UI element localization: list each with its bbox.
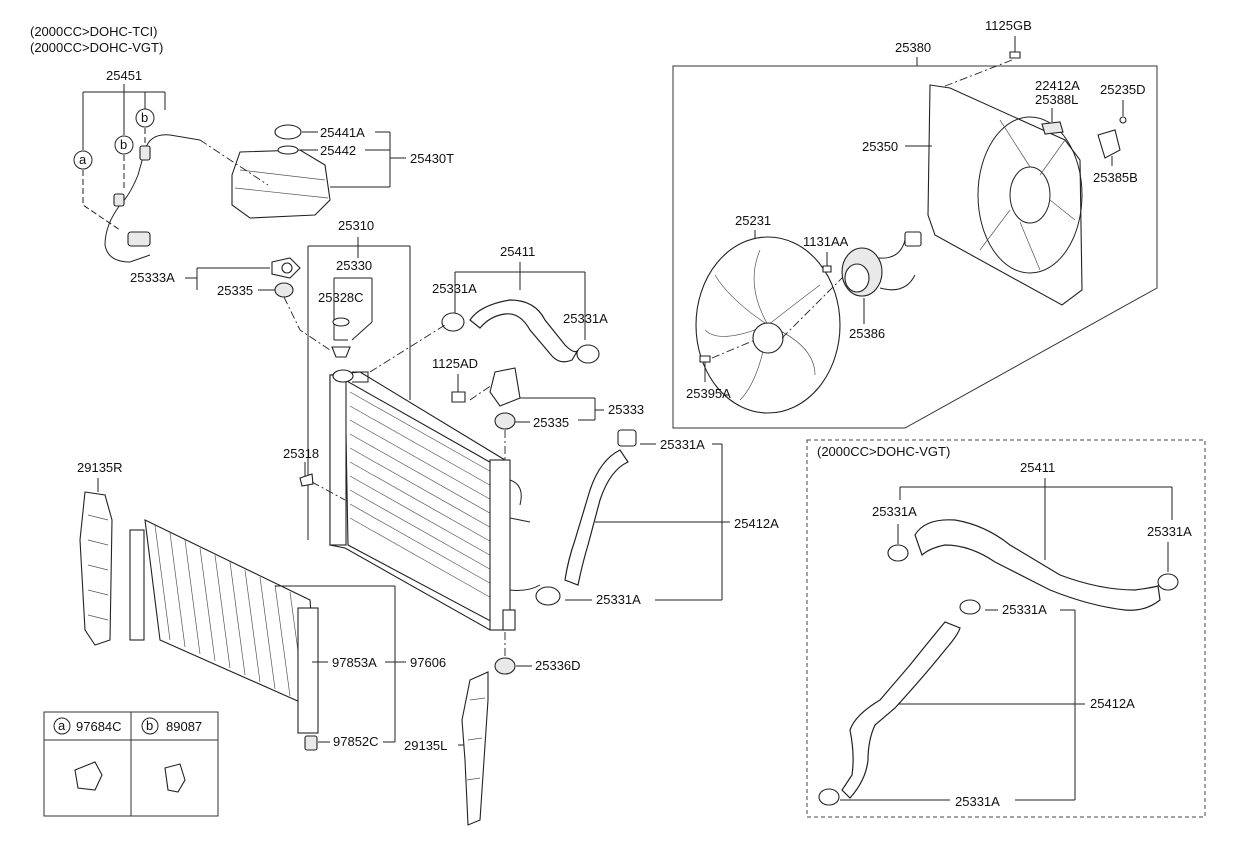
- variant-label-vgt: (2000CC>DOHC-VGT): [30, 40, 163, 55]
- vgt-upper-hose: [887, 519, 1179, 611]
- upper-hose-25411: [369, 299, 600, 373]
- vgt-callout-25331A-left: 25331A: [872, 504, 917, 519]
- callout-25451: 25451: [106, 68, 142, 83]
- drier-plug-97852C: [304, 735, 318, 751]
- callout-1125GB: 1125GB: [985, 18, 1032, 33]
- overflow-hose: [82, 128, 201, 263]
- leader-97606: [275, 585, 406, 743]
- vgt-box: [806, 439, 1206, 818]
- callout-25335-mid: 25335: [533, 415, 569, 430]
- callout-25231: 25231: [735, 213, 771, 228]
- callout-25331A-upper-left: 25331A: [432, 281, 477, 296]
- leader-25430T: [300, 131, 406, 188]
- callout-25380: 25380: [895, 40, 931, 55]
- callout-25310: 25310: [338, 218, 374, 233]
- bushing-25336D: [494, 632, 532, 675]
- fan-motor-25386: [841, 231, 922, 324]
- radiator-core: [329, 369, 541, 631]
- vgt-callout-25331A-bottom: 25331A: [955, 794, 1000, 809]
- callout-25411-main: 25411: [500, 244, 535, 259]
- leader-25330: [333, 277, 373, 341]
- callout-25328C: 25328C: [318, 290, 364, 305]
- leader-25333: [515, 397, 604, 423]
- callout-25333: 25333: [608, 402, 644, 417]
- callout-25333A: 25333A: [130, 270, 175, 285]
- vgt-box-title: (2000CC>DOHC-VGT): [817, 444, 950, 459]
- label-plate-25388L: [1041, 108, 1064, 135]
- bolt-1125AD: [451, 374, 466, 403]
- bracket-25333: [469, 367, 521, 407]
- callout-25318: 25318: [283, 446, 319, 461]
- air-guard-29135R: [79, 478, 113, 646]
- legend-b: b 89087: [141, 717, 202, 793]
- legend-a: a 97684C: [53, 717, 122, 791]
- callout-25336D: 25336D: [535, 658, 581, 673]
- vgt-callout-25412A: 25412A: [1090, 696, 1135, 711]
- svg-text:b: b: [146, 718, 153, 733]
- vgt-leader-25411: [899, 478, 1173, 560]
- bracket-25310: [307, 237, 411, 540]
- callout-1125AD: 1125AD: [432, 356, 478, 371]
- callout-25335-top: 25335: [217, 283, 253, 298]
- marker-b-1: b: [114, 135, 134, 155]
- callout-25385B: 25385B: [1093, 170, 1138, 185]
- svg-text:b: b: [141, 110, 148, 125]
- fan-blade-25231: [695, 230, 846, 414]
- svg-text:a: a: [58, 718, 66, 733]
- callout-29135R: 29135R: [77, 460, 123, 475]
- callout-97606: 97606: [410, 655, 446, 670]
- callout-25330: 25330: [336, 258, 372, 273]
- callout-25331A-upper-right: 25331A: [563, 311, 608, 326]
- svg-text:b: b: [120, 137, 127, 152]
- fan-shroud-25350: [927, 84, 1083, 306]
- lower-hose-25412A: [535, 429, 637, 606]
- callout-25350: 25350: [862, 139, 898, 154]
- drain-plug-25318: [299, 462, 346, 501]
- callout-97853A: 97853A: [332, 655, 377, 670]
- callout-29135L: 29135L: [404, 738, 447, 753]
- vgt-callout-25331A-right: 25331A: [1147, 524, 1192, 539]
- resistor-25385B: [1097, 100, 1127, 166]
- callout-22412A: 22412A: [1035, 78, 1080, 93]
- vgt-leader-25412A: [840, 609, 1085, 801]
- leader-25411-main: [454, 262, 586, 340]
- svg-text:a: a: [79, 152, 87, 167]
- callout-25430T: 25430T: [410, 151, 454, 166]
- reservoir-tank: [199, 124, 331, 219]
- callout-25442: 25442: [320, 143, 356, 158]
- leader-25412A-main: [565, 443, 730, 601]
- callout-25395A: 25395A: [686, 386, 731, 401]
- radiator-cap: [331, 317, 351, 358]
- legend-b-part: 89087: [166, 719, 202, 734]
- fan-box-frame: [672, 36, 1158, 429]
- bracket-25451: [82, 84, 166, 150]
- screw-25395A: [699, 339, 756, 382]
- condenser: [129, 519, 319, 734]
- marker-a: a: [73, 150, 93, 170]
- air-guard-29135L: [458, 671, 489, 826]
- variant-label-tci: (2000CC>DOHC-TCI): [30, 24, 158, 39]
- vgt-lower-hose: [818, 599, 981, 806]
- callout-97852C: 97852C: [333, 734, 379, 749]
- callout-1131AA: 1131AA: [803, 234, 849, 249]
- mount-bushing-25333A: [271, 257, 331, 351]
- callout-25235D: 25235D: [1100, 82, 1146, 97]
- callout-25331A-lower: 25331A: [596, 592, 641, 607]
- callout-25331A-mid: 25331A: [660, 437, 705, 452]
- callout-25388L: 25388L: [1035, 92, 1078, 107]
- leader-25333A: [185, 267, 275, 291]
- screw-1131AA: [822, 252, 832, 273]
- vgt-callout-25331A-mid: 25331A: [1002, 602, 1047, 617]
- callout-25441A: 25441A: [320, 125, 365, 140]
- callout-25412A-main: 25412A: [734, 516, 779, 531]
- legend-table: [43, 711, 219, 817]
- bushing-25335-mid: [494, 412, 516, 460]
- legend-a-part: 97684C: [76, 719, 122, 734]
- callout-25386: 25386: [849, 326, 885, 341]
- marker-b-2: b: [135, 108, 155, 128]
- vgt-callout-25411: 25411: [1020, 460, 1055, 475]
